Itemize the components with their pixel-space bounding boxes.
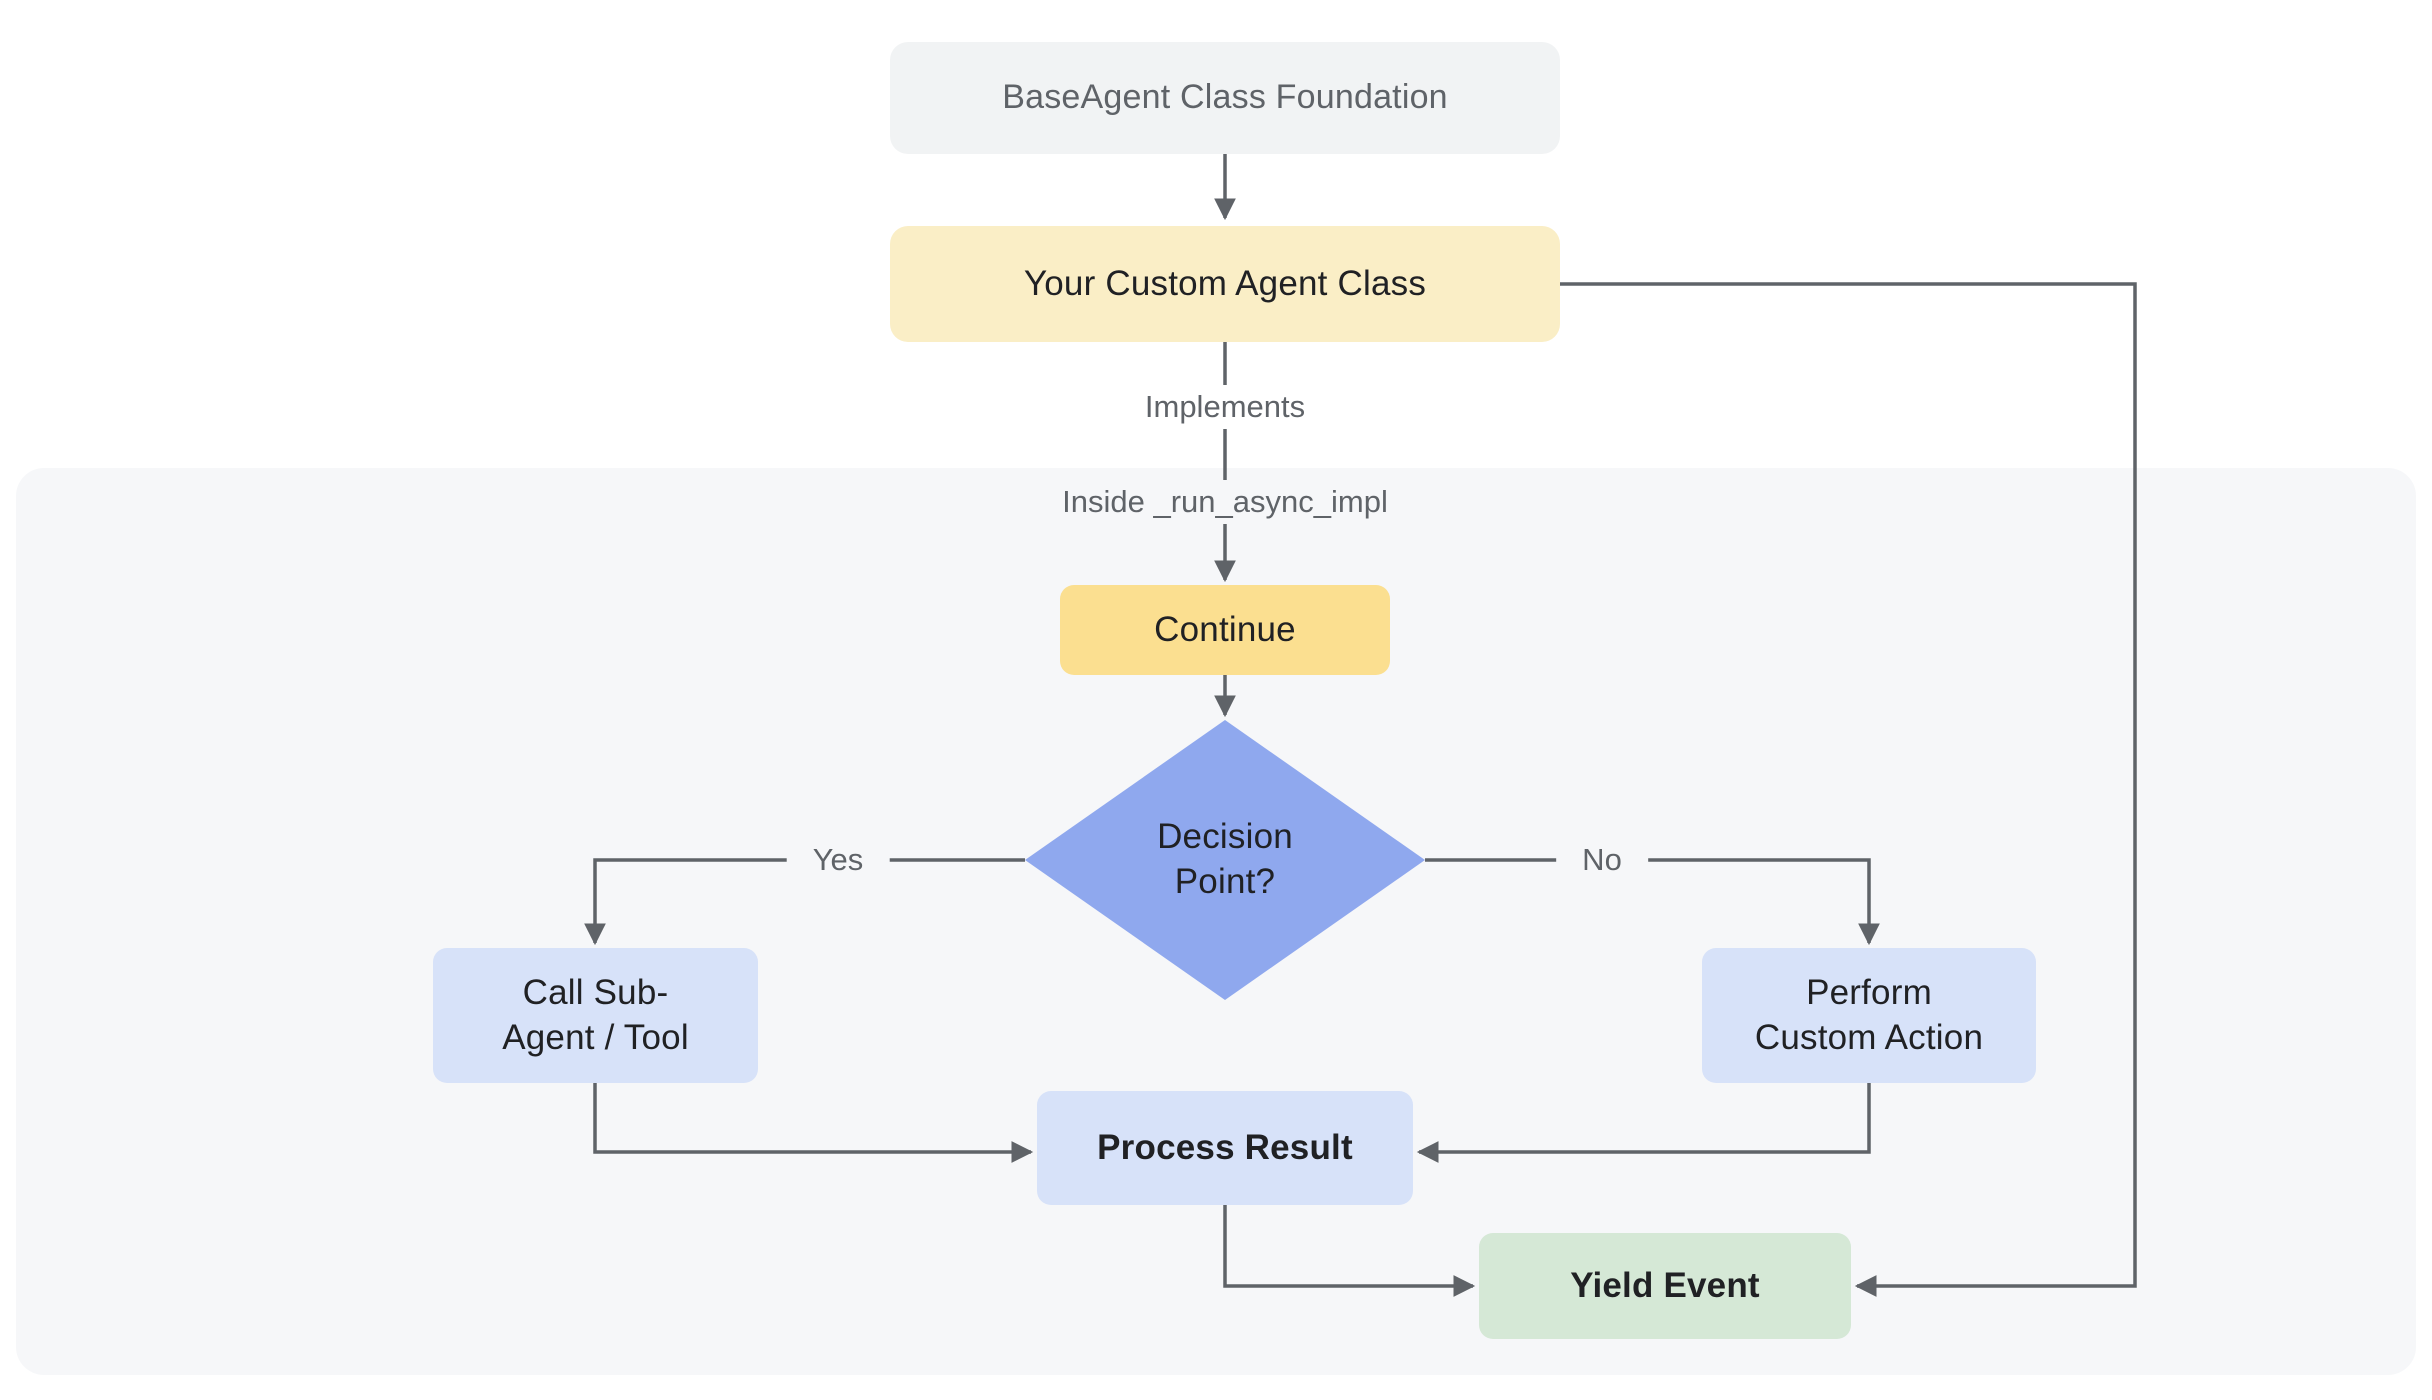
- edge-process-to-yield: [1223, 1205, 1476, 1297]
- node-label: Yield Event: [1570, 1265, 1760, 1305]
- node-label-line2: Agent / Tool: [502, 1017, 689, 1057]
- edge-label-inside-run-async-impl: Inside _run_async_impl: [1036, 480, 1414, 524]
- node-label: BaseAgent Class Foundation: [1002, 78, 1448, 117]
- node-label-line2: Point?: [1174, 862, 1276, 901]
- edge-perform-to-process: [1416, 1083, 1871, 1163]
- node-your-custom-agent-class: Your Custom Agent Class: [890, 226, 1560, 342]
- edge-label-yes: Yes: [786, 838, 890, 882]
- node-continue: Continue: [1060, 585, 1390, 675]
- edge-label-implements: Implements: [1118, 385, 1332, 429]
- node-perform-custom-action: Perform Custom Action: [1702, 948, 2036, 1083]
- edge-call-to-process: [593, 1083, 1034, 1163]
- node-base-agent-class-foundation: BaseAgent Class Foundation: [890, 42, 1560, 154]
- node-call-sub-agent-tool: Call Sub- Agent / Tool: [433, 948, 758, 1083]
- node-label-line2: Custom Action: [1754, 1017, 1984, 1057]
- edge-custom-to-yield-feedback: [1560, 282, 2137, 1297]
- node-label: Your Custom Agent Class: [1023, 263, 1427, 303]
- node-label-line1: Call Sub-: [522, 972, 669, 1012]
- node-label: Continue: [1154, 609, 1296, 649]
- node-label: Process Result: [1097, 1127, 1353, 1167]
- node-process-result: Process Result: [1037, 1091, 1413, 1205]
- node-label-line1: Perform: [1806, 972, 1932, 1012]
- node-label-line1: Decision: [1157, 817, 1293, 857]
- edge-label-no: No: [1556, 838, 1648, 882]
- node-yield-event: Yield Event: [1479, 1233, 1851, 1339]
